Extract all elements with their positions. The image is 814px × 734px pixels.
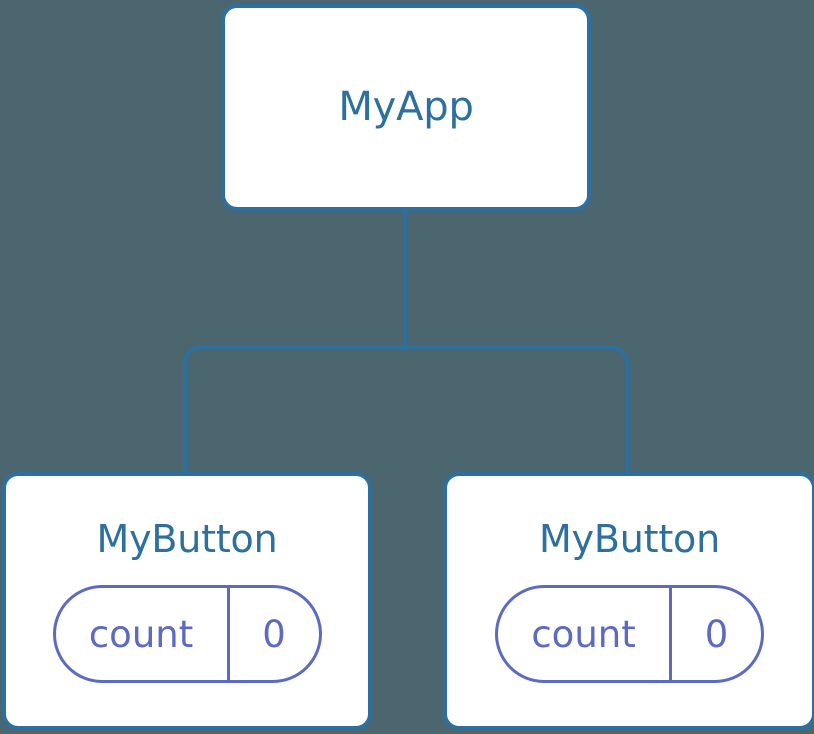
state-key-cell: count — [498, 588, 673, 680]
state-value-label: 0 — [704, 612, 729, 656]
state-key-label: count — [88, 612, 194, 656]
state-value-cell: 0 — [672, 588, 761, 680]
state-value-label: 0 — [262, 612, 286, 656]
node-title: MyApp — [338, 83, 474, 130]
node-title: MyButton — [96, 517, 278, 561]
node-mybutton-0[interactable]: MyButton count 0 — [2, 472, 372, 730]
state-pill-count[interactable]: count 0 — [52, 585, 322, 683]
edge-to-child-1 — [405, 345, 629, 472]
state-key-cell: count — [56, 588, 230, 680]
node-title: MyButton — [539, 517, 720, 561]
node-mybutton-1[interactable]: MyButton count 0 — [443, 472, 814, 730]
state-key-label: count — [531, 612, 636, 656]
state-value-cell: 0 — [230, 588, 319, 680]
state-pill-count[interactable]: count 0 — [495, 585, 764, 683]
node-myapp[interactable]: MyApp — [221, 4, 591, 211]
edge-to-child-0 — [183, 345, 405, 472]
